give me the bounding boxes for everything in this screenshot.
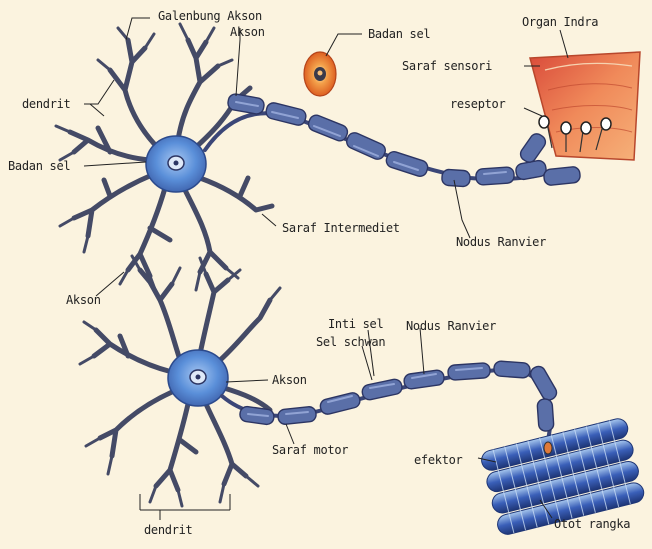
label-inti-sel: Inti sel <box>328 317 383 331</box>
label-dendrit-top: dendrit <box>22 97 71 111</box>
label-galenbung-akson: Galenbung Akson <box>158 9 262 23</box>
label-nodus-ranvier-top: Nodus Ranvier <box>456 235 546 249</box>
label-akson-bottom: Akson <box>272 373 307 387</box>
label-otot-rangka: Otot rangka <box>554 517 630 531</box>
badan-sel-illustration <box>304 52 336 96</box>
sensory-organ <box>530 52 640 160</box>
label-organ-indra: Organ Indra <box>522 15 598 29</box>
label-nodus-ranvier-bottom: Nodus Ranvier <box>406 319 496 333</box>
label-badan-sel-floating: Badan sel <box>368 27 430 41</box>
label-saraf-motor: Saraf motor <box>272 443 348 457</box>
bottom-myelin-sheath <box>239 361 559 432</box>
label-akson-top: Akson <box>230 25 265 39</box>
label-badan-sel-left: Badan sel <box>8 159 70 173</box>
label-efektor: efektor <box>414 453 463 467</box>
label-sel-schwan: Sel schwan <box>316 335 385 349</box>
top-myelin-sheath <box>227 93 581 187</box>
label-akson-left: Akson <box>66 293 101 307</box>
label-dendrit-bottom: dendrit <box>144 523 193 537</box>
label-reseptor: reseptor <box>450 97 505 111</box>
label-saraf-sensori: Saraf sensori <box>402 59 492 73</box>
label-saraf-intermediet: Saraf Intermediet <box>282 221 400 235</box>
